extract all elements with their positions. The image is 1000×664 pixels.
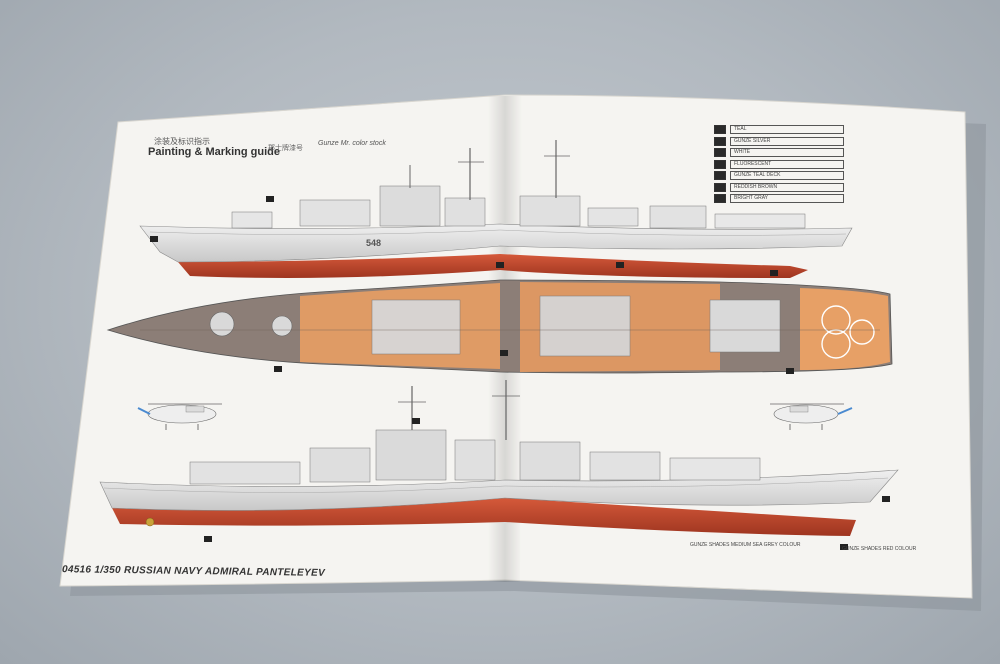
legend-item: GUNZE TEAL DECK — [714, 170, 844, 181]
bottom-ship-profile — [99, 380, 899, 536]
callout-markers — [150, 196, 890, 550]
gunze-color-header: Gunze Mr. color stock — [318, 140, 386, 147]
legend-item: TEAL — [714, 124, 844, 135]
top-ship-profile: 548 — [139, 140, 853, 278]
guide-title-chinese: 涂装及标识指示 — [154, 137, 210, 146]
swatch-icon — [714, 182, 726, 192]
deck-plan — [106, 279, 893, 374]
footnote-grey: GUNZE SHADES MEDIUM SEA GREY COLOUR — [690, 542, 801, 548]
top-ship-upper-hull — [139, 223, 853, 263]
legend-item: BRIGHT GRAY — [714, 193, 844, 204]
top-ship-lower-hull — [178, 254, 808, 278]
legend-item: WHITE — [714, 147, 844, 158]
paint-code-header: 郡士牌漆号 — [268, 145, 303, 152]
swatch-icon — [714, 171, 726, 180]
legend-item: REDDISH BROWN — [714, 182, 844, 193]
legend-item: FLUORESCENT — [714, 159, 844, 170]
helicopter-right — [770, 403, 853, 430]
color-legend: TEAL GUNZE SILVER WHITE FLUORESCENT GUNZ… — [714, 124, 844, 205]
swatch-icon — [714, 125, 726, 134]
bottom-ship-lower-hull — [112, 498, 856, 536]
swatch-icon — [714, 194, 726, 203]
legend-item: GUNZE SILVER — [714, 136, 844, 147]
swatch-icon — [714, 159, 726, 169]
helicopter-left — [137, 403, 222, 430]
footnote-red: GUNZE SHADES RED COLOUR — [842, 546, 917, 552]
swatch-icon — [714, 136, 726, 146]
swatch-icon — [714, 148, 726, 157]
guide-title-english: Painting & Marking guide — [148, 146, 281, 158]
svg-text:548: 548 — [366, 238, 381, 248]
